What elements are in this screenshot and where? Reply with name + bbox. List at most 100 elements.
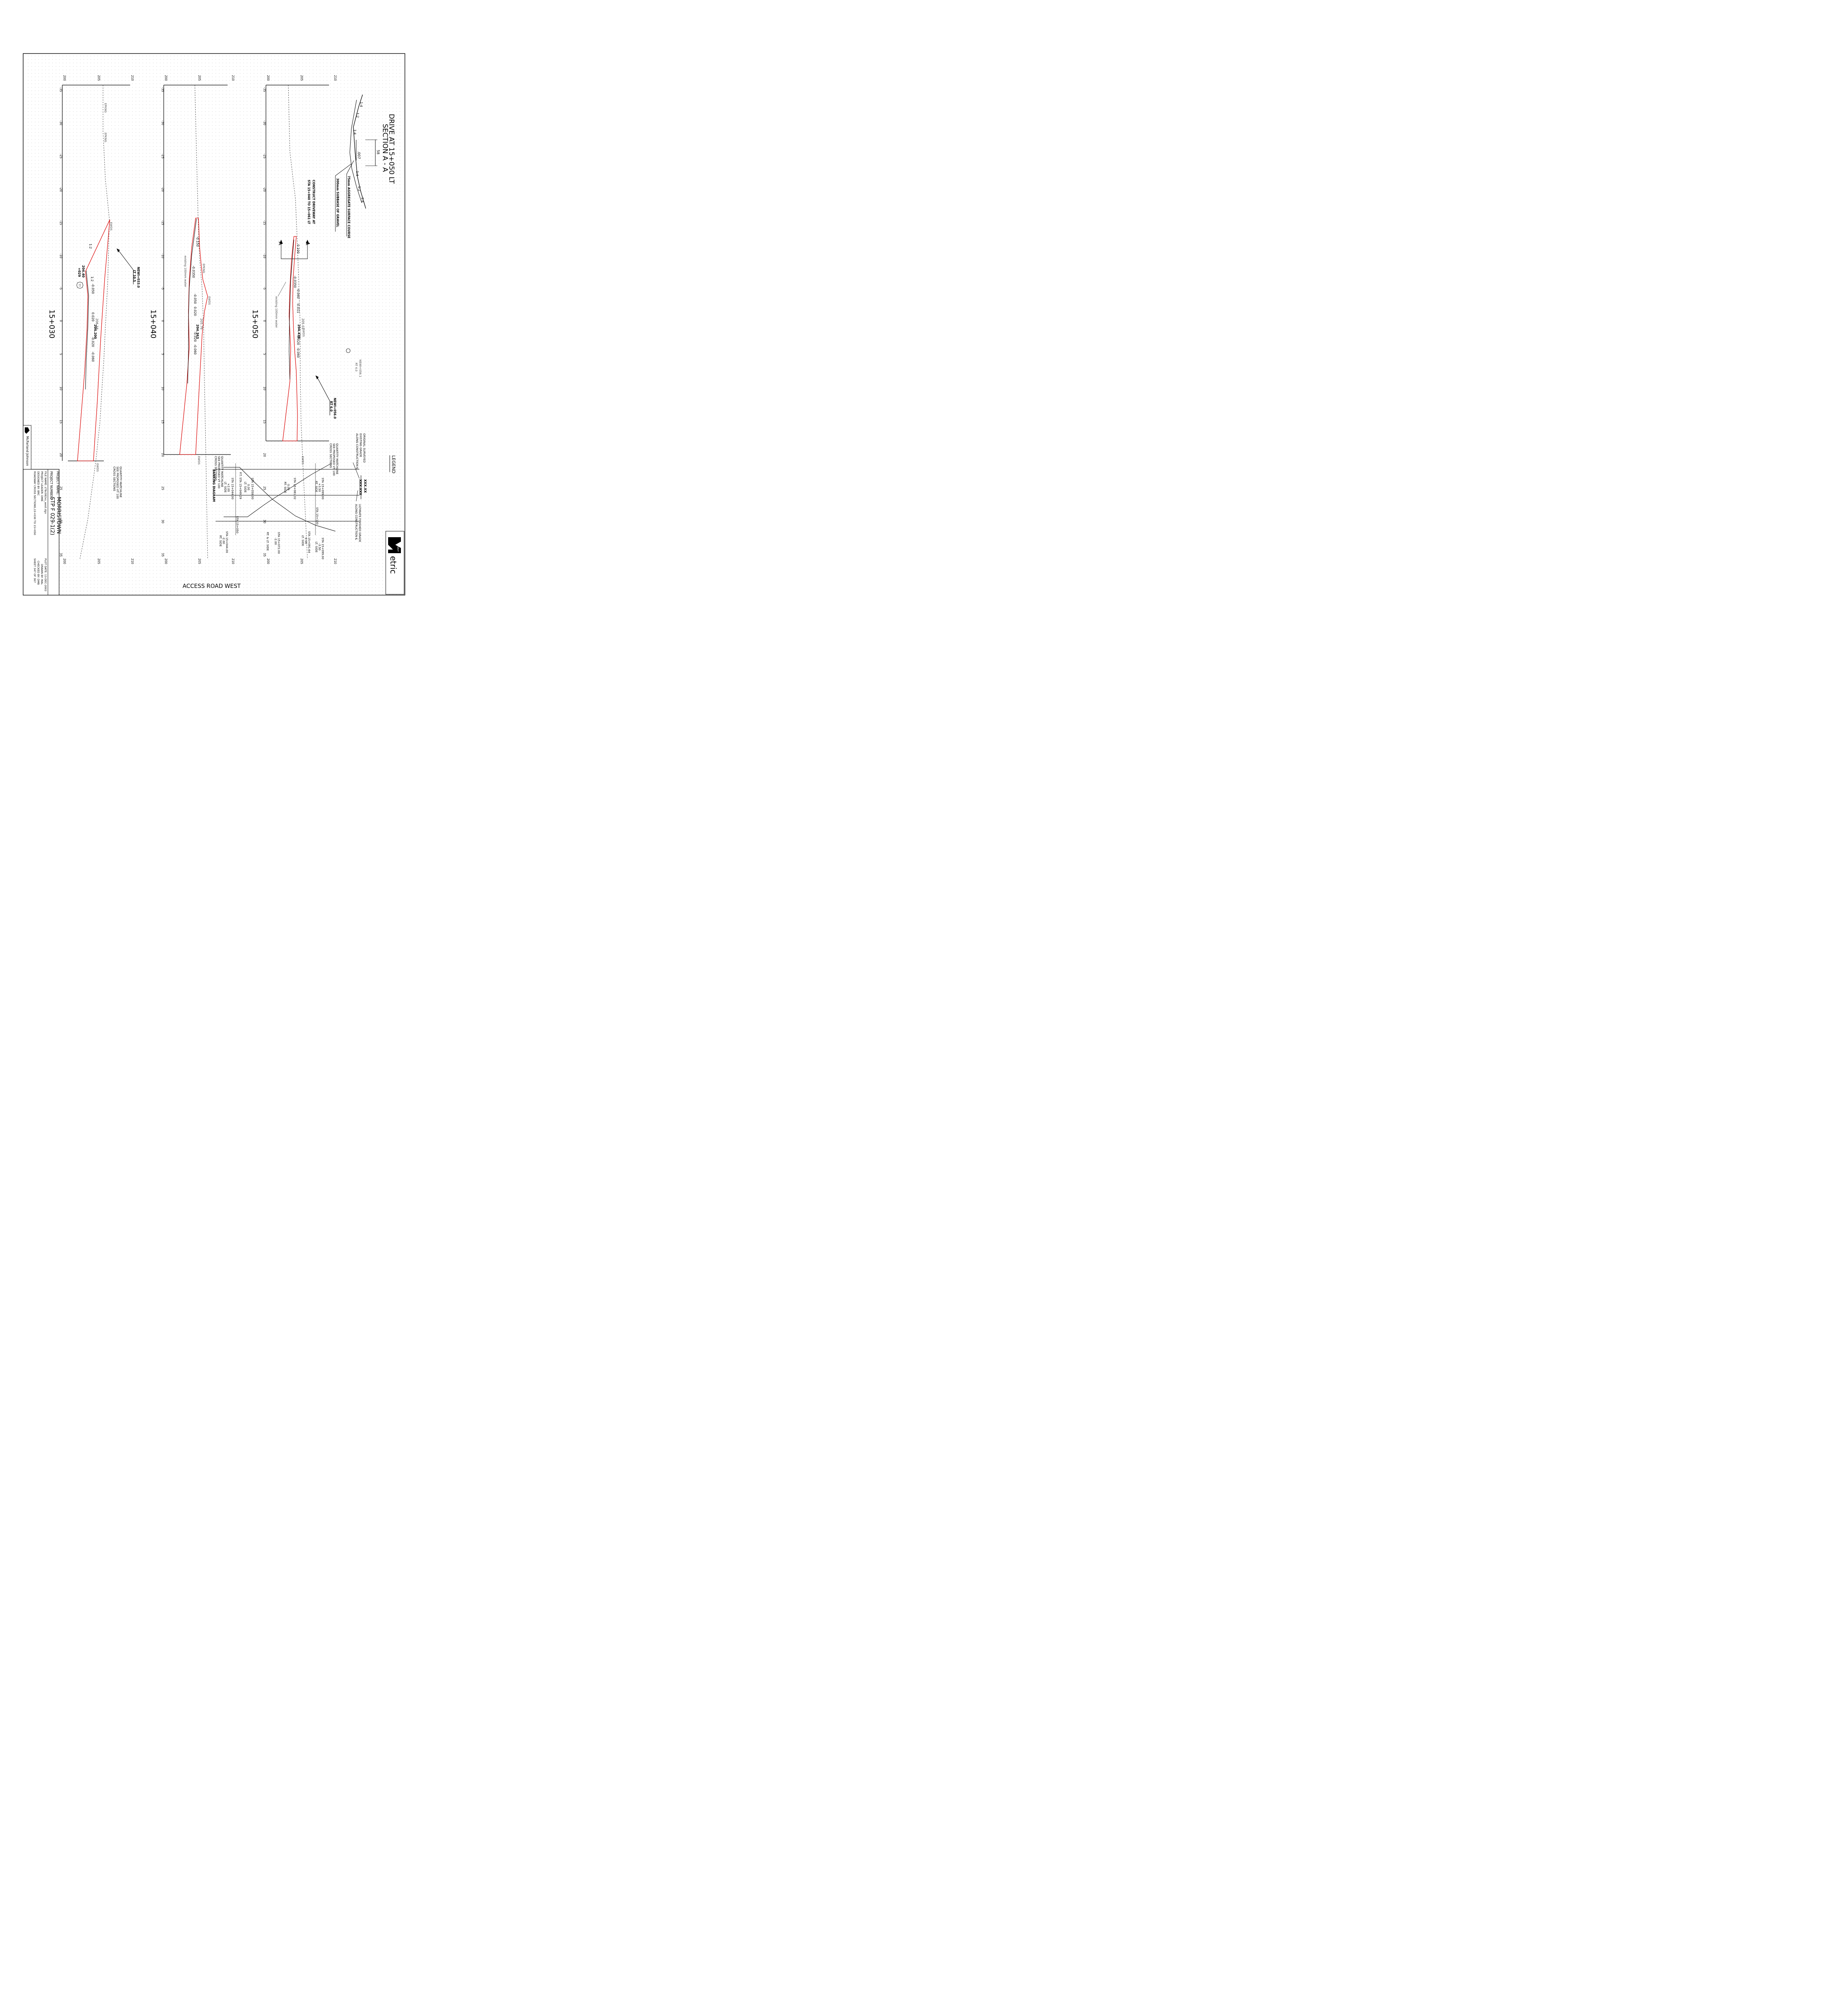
station-label-15-040: 15+040 [149,310,157,338]
elevation-tick-label: 200 [266,558,270,564]
cut-marker-right: A [304,242,310,245]
sta-h-3: RT. & LT. SIDE [266,532,269,551]
sign-marker-15-030 [76,282,83,289]
offset-tick-label: 15 [59,420,63,424]
section-slope-label-5: 1:2 [357,186,361,191]
annotation-15-040-2: EWDS [208,296,211,305]
banking-diagram: BANKING DIAGRAM QUANTITY MATCHLINE SEE P… [113,443,359,559]
offset-tick-label: -30 [59,120,63,125]
sta-b-3: RT. SIDE [284,482,287,493]
title-group: DRIVE AT 15+050 LT SECTION A - A [381,114,395,184]
legend-note-original-1: ORIGINAL SURVEYED [363,433,366,463]
section-slope-label-4: 1:4 [355,171,359,176]
offset-tick-label: 25 [263,486,266,490]
elevation-tick-label: 210 [131,75,134,81]
slope-15-050-4: -0.011 [296,303,300,313]
station-label-15-050: 15+050 [251,310,259,338]
subgrade-15-040 [187,218,197,384]
matchline-a-1: QUANTITY MATCHLINE [335,443,339,474]
firm-name: McFarland Johnson [26,436,29,466]
slope-15-040-4: 0.020 [193,307,197,316]
newi-leader-15-030 [118,250,134,270]
offset-tick-label: 30 [161,520,165,524]
elevation-tick-label: 205 [300,558,303,564]
elev-label-15-050-1: 205.02 [301,318,305,330]
offset-tick-label: -10 [263,254,266,258]
sta-h-1: STA 15+072.00 [277,532,280,554]
offset-tick-label: -5 [161,287,165,290]
annotation-15-050-1: EWDS [302,328,305,337]
elevation-tick-label: 205 [97,558,101,564]
sta-g-3: LT. SIDE [301,535,304,546]
offset-tick-label: -25 [59,154,63,159]
file-name: FILE NAME: z78c082xs_west.dgn [44,471,47,514]
section-15-030: 15+030 206.18 204.200 204.40 +029 1:2 1:… [48,85,140,560]
sheet-border [23,53,405,596]
slope-15-030-6: -0.060 [91,351,95,362]
sta-e-3: LT. SIDE [224,482,227,492]
project-name: MORRISTOWN [56,497,61,534]
vaot-logo-icon [388,537,401,553]
matchline-b-2: SEE PROPOSED VT 100 [217,456,220,488]
subbase-label: 300mm SUBBASE OF GRAVEL [336,178,339,227]
subbase-leader [335,163,352,232]
newi-marker-15-050 [315,375,319,379]
section-mid-label: .007 [357,151,361,159]
elev-label-15-030-2: 204.200 [93,324,97,339]
newi-marker-15-030 [117,248,120,252]
offset-tick-label: 10 [263,387,266,391]
sta-i-2: -2.00 [222,537,225,544]
sta-i-3: RT. SIDE [219,535,222,547]
offset-tick-label: 5 [59,353,63,355]
sta-i-1: STA 15+044.00 [225,531,228,553]
matchline-a-2: SEE PROPOSED VT 100 [332,443,335,476]
sign-label-15-030: 77 [78,284,81,287]
sta-e-1: STA 15+044.00 [231,478,234,499]
water-leader-15-050 [278,282,286,297]
newi-label-15-050-2: RT 6.0 [329,401,333,411]
sheet-description: ROADWAY CROSS SECTIONS,15+030 TO 15+050 [33,471,36,535]
driveway-profile-bottom [349,99,362,203]
cut-marker-left: A [277,242,283,245]
newi-leader-15-050 [317,377,330,401]
slope-15-030-5: -0.020 [91,337,95,347]
offset-tick-label: -15 [263,220,266,225]
slope-15-050-3: -0.060 [296,288,300,299]
sta-b-1: STA 15+081.32 [293,478,296,499]
offset-tick-label: -25 [161,154,165,159]
section-slope-label-3: 1:4 [353,129,357,135]
sta-h-2: -2.00 [274,538,277,545]
offset-tick-label: 35 [263,553,266,557]
sta-k: STA 15+100 [315,507,319,524]
elevation-tick-label: 210 [333,75,337,81]
elev-label-15-030-3: 204.40 [81,265,85,278]
project-name-label: PROJECT NAME: [56,471,59,495]
annotation-15-040-4: existing 100mm water [184,256,187,287]
project-leader: PROJECT LEADER: DMB [40,471,44,501]
elevation-tick-label: 210 [231,558,235,564]
cut-arrow-left [280,240,283,244]
newi-label-15-030-2: LT 10.5 [133,270,136,282]
legend-leader-original [353,462,360,479]
checked-by: CHECKED BY: DMB [37,561,40,585]
legend-note-ultimate-1: ULTIMATE FINISHED GRADE [358,504,361,542]
offset-tick-label: -20 [59,187,63,192]
offset-tick-label: 25 [59,486,63,490]
offset-tick-label: -10 [59,254,63,258]
elevation-tick-label: 205 [198,558,201,564]
sta-b-2: 0.00 [287,484,290,490]
road-name: ACCESS ROAD WEST [182,583,241,590]
offset-tick-label: -10 [161,254,165,258]
drawn-by: DRAWN BY: MAL [40,564,44,585]
banking-title: BANKING DIAGRAM [212,469,216,502]
legend: LEGEND XXX.XX XXX.XXX ORIGINAL SURVEYED … [353,433,396,542]
annotation-15-030-4: EWDS [96,463,99,472]
offset-tick-label: 5 [263,353,266,355]
offset-tick-label: -35 [263,87,266,92]
offset-tick-label: 35 [161,553,165,557]
offset-tick-label: 0 [161,320,165,322]
matchline-a-3: CROSS SECTIONS [329,443,332,468]
annotation-15-050-3: existing 100mm water [275,296,278,328]
offset-tick-label: -30 [161,120,165,125]
section-slope-label-1: 1:4 [359,102,363,107]
